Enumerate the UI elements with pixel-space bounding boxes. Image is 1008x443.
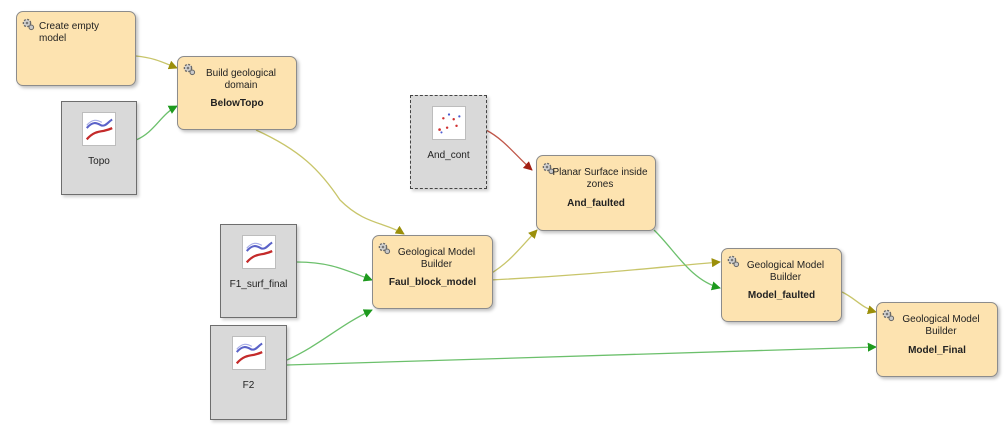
node-title: Build geological domain	[205, 68, 277, 91]
node-f1-surf-final[interactable]: F1_surf_final	[220, 224, 297, 318]
node-label: F1_surf_final	[229, 279, 288, 290]
edge-f2-to-gmb3	[286, 342, 877, 366]
edge-gmb1-to-planar	[489, 229, 538, 275]
node-title: Planar Surface inside zones	[552, 167, 648, 190]
node-title: Geological Model Builder	[902, 314, 980, 337]
surface-icon	[82, 112, 116, 146]
node-name: Faul_block_model	[388, 277, 477, 288]
node-create-empty-model[interactable]: Create empty model	[16, 11, 136, 86]
edge-create-to-build	[135, 55, 178, 70]
process-gear-icon	[22, 18, 35, 31]
process-gear-icon	[542, 162, 555, 175]
node-gmb-model-final[interactable]: Geological Model Builder Model_Final	[876, 302, 998, 377]
node-title: Geological Model Builder	[746, 260, 825, 283]
points-icon	[431, 106, 466, 140]
edge-gmb1-to-gmb2	[489, 258, 721, 281]
process-gear-icon	[378, 242, 391, 255]
edge-f1-to-gmb1	[296, 261, 373, 282]
node-title: Create empty model	[39, 21, 100, 44]
node-label: And_cont	[427, 150, 470, 161]
edge-f2-to-gmb1	[286, 309, 373, 361]
node-f2[interactable]: F2	[210, 325, 287, 420]
process-gear-icon	[183, 63, 196, 76]
node-label: Topo	[88, 156, 110, 167]
process-gear-icon	[727, 255, 740, 268]
node-name: Model_faulted	[747, 290, 816, 301]
node-topo[interactable]: Topo	[61, 101, 137, 195]
node-name: BelowTopo	[210, 98, 264, 109]
edge-planar-to-gmb2	[653, 229, 721, 291]
node-build-geological-domain[interactable]: Build geological domain BelowTopo	[177, 56, 297, 130]
node-title: Geological Model Builder	[397, 247, 476, 270]
node-label: F2	[242, 380, 255, 391]
node-and-cont[interactable]: And_cont	[410, 95, 487, 189]
edge-andcont-to-planar	[485, 129, 533, 171]
node-gmb-faul-block-model[interactable]: Geological Model Builder Faul_block_mode…	[372, 235, 493, 309]
node-planar-surface[interactable]: Planar Surface inside zones And_faulted	[536, 155, 656, 231]
edge-topo-to-build	[135, 105, 178, 141]
edge-build-to-gmb1	[255, 129, 405, 235]
surface-icon	[241, 235, 276, 269]
node-gmb-model-faulted[interactable]: Geological Model Builder Model_faulted	[721, 248, 842, 322]
node-name: And_faulted	[567, 198, 625, 209]
node-name: Model_Final	[908, 345, 966, 356]
edge-gmb2-to-gmb3	[841, 291, 877, 315]
surface-icon	[231, 336, 266, 370]
process-gear-icon	[882, 309, 895, 322]
